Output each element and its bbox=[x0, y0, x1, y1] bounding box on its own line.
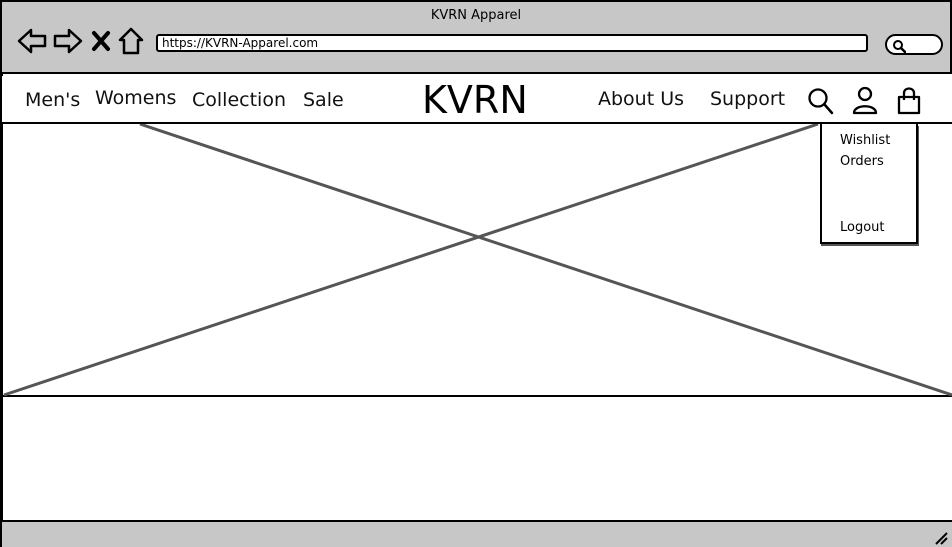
close-x-icon[interactable] bbox=[88, 26, 114, 56]
nav-link-collection[interactable]: Collection bbox=[192, 89, 286, 111]
user-icon[interactable] bbox=[851, 86, 879, 116]
nav-link-sale[interactable]: Sale bbox=[303, 89, 344, 111]
search-icon[interactable] bbox=[807, 86, 835, 116]
browser-search-button[interactable] bbox=[885, 34, 943, 55]
menu-item-wishlist[interactable]: Wishlist bbox=[840, 133, 891, 148]
site-header: Men's Womens Collection Sale KVRN About … bbox=[2, 76, 952, 124]
home-icon[interactable] bbox=[116, 26, 146, 56]
brand-logo[interactable]: KVRN bbox=[422, 78, 528, 122]
hero-image-placeholder bbox=[2, 124, 952, 397]
window-title: KVRN Apparel bbox=[430, 8, 522, 23]
resize-grip-icon[interactable] bbox=[932, 529, 948, 545]
nav-link-about-us[interactable]: About Us bbox=[598, 88, 685, 110]
menu-item-orders[interactable]: Orders bbox=[840, 154, 884, 169]
back-arrow-icon[interactable] bbox=[16, 26, 48, 56]
window-border bbox=[0, 72, 3, 547]
forward-arrow-icon[interactable] bbox=[52, 26, 84, 56]
account-dropdown-menu: Wishlist Orders Logout bbox=[820, 124, 918, 244]
nav-link-womens[interactable]: Womens bbox=[95, 87, 177, 109]
address-bar[interactable]: https://KVRN-Apparel.com bbox=[156, 34, 868, 52]
nav-link-mens[interactable]: Men's bbox=[25, 89, 81, 111]
browser-toolbar: KVRN Apparel https://KVRN-Apparel.com bbox=[0, 0, 952, 74]
search-icon bbox=[892, 38, 907, 57]
menu-item-logout[interactable]: Logout bbox=[840, 220, 885, 235]
browser-status-bar bbox=[2, 520, 952, 547]
shopping-bag-icon[interactable] bbox=[895, 86, 923, 116]
nav-link-support[interactable]: Support bbox=[710, 88, 786, 110]
